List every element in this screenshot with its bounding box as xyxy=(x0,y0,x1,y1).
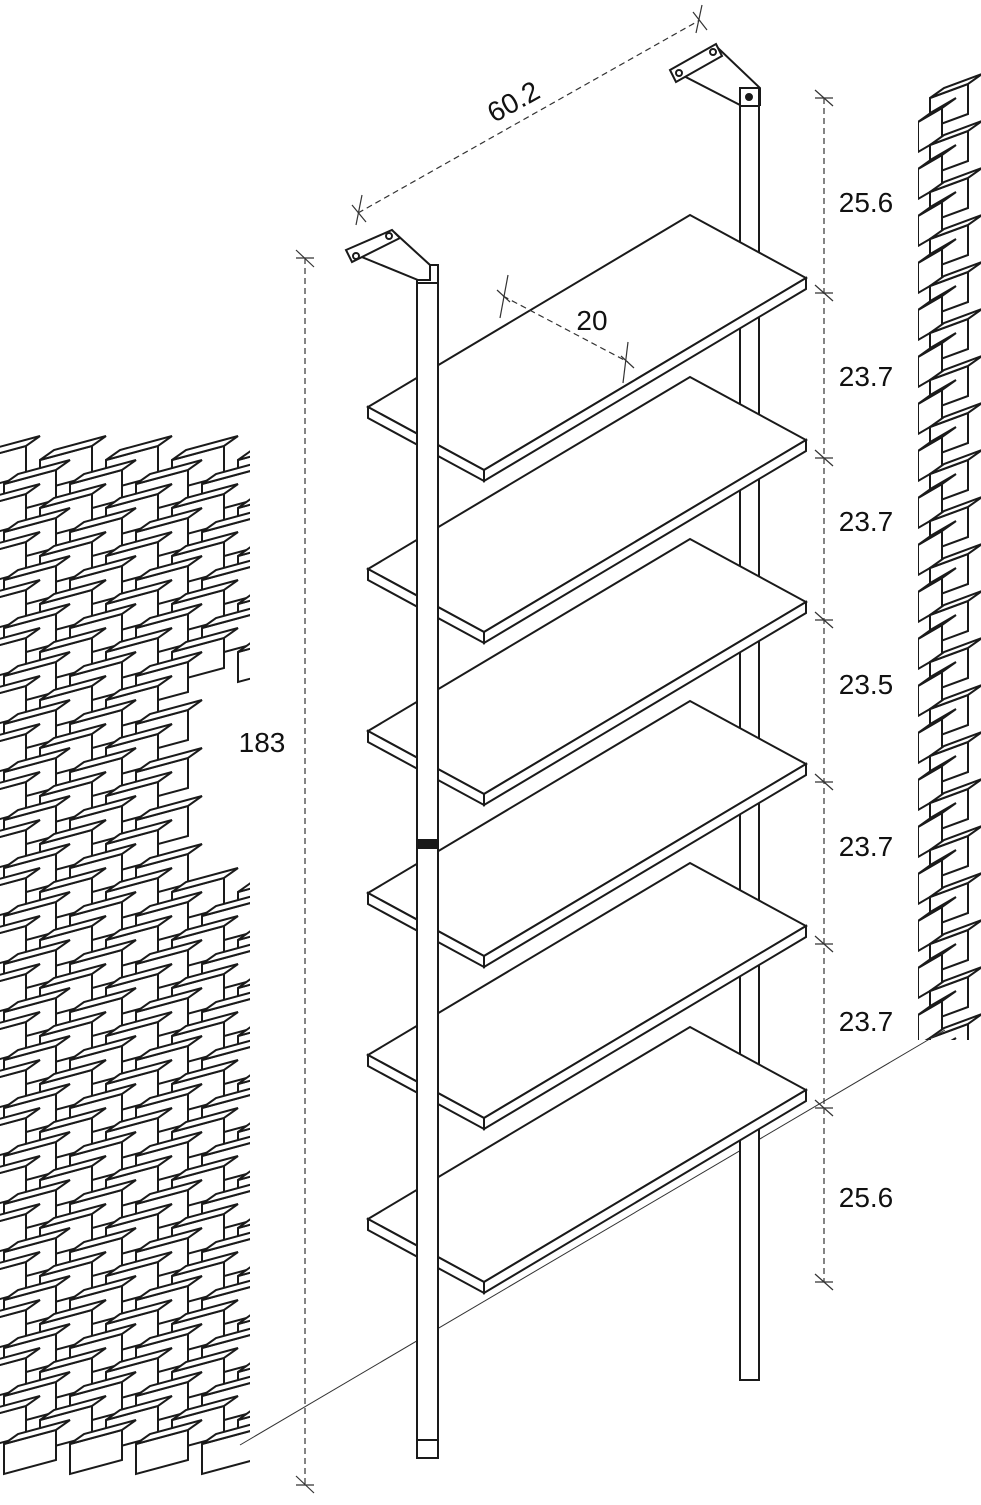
brick xyxy=(334,1084,400,1138)
brick xyxy=(268,1372,334,1426)
brick xyxy=(268,988,334,1042)
brick xyxy=(268,508,334,562)
total-height-label: 183 xyxy=(239,727,286,758)
spacing-label-2: 23.7 xyxy=(839,361,894,392)
brick xyxy=(304,964,370,1018)
brick xyxy=(929,261,981,318)
brick xyxy=(135,1419,203,1476)
left-brick-wall xyxy=(0,435,400,1476)
brick xyxy=(304,1012,370,1066)
wall-bracket-front xyxy=(344,228,431,281)
brick xyxy=(268,604,334,658)
brick xyxy=(268,940,334,994)
brick xyxy=(334,604,400,658)
front-leg xyxy=(416,264,439,1459)
dimension-lines xyxy=(295,4,825,1494)
height-tick-marks xyxy=(814,89,834,1291)
brick xyxy=(304,1348,370,1402)
spacing-label-6: 23.7 xyxy=(839,1006,894,1037)
brick xyxy=(304,532,370,586)
shelf xyxy=(365,861,809,1131)
brick xyxy=(334,1420,400,1474)
brick xyxy=(304,1396,370,1450)
brick xyxy=(268,1228,334,1282)
brick xyxy=(304,628,370,682)
brick xyxy=(304,436,370,490)
brick xyxy=(334,988,400,1042)
brick xyxy=(334,508,400,562)
brick xyxy=(268,1324,334,1378)
brick xyxy=(3,1419,71,1476)
brick xyxy=(304,1252,370,1306)
spacing-label-1: 25.6 xyxy=(839,187,894,218)
brick xyxy=(918,1037,957,1040)
brick xyxy=(268,556,334,610)
spacing-label-5: 23.7 xyxy=(839,831,894,862)
brick xyxy=(304,484,370,538)
brick xyxy=(268,1180,334,1234)
brick xyxy=(334,460,400,514)
brick xyxy=(929,1013,981,1040)
brick xyxy=(304,1204,370,1258)
spacing-label-4: 23.5 xyxy=(839,669,894,700)
brick xyxy=(304,580,370,634)
brick xyxy=(304,1156,370,1210)
floor-line xyxy=(239,1029,946,1446)
brick xyxy=(304,1060,370,1114)
brick xyxy=(334,940,400,994)
brick xyxy=(304,1300,370,1354)
brick xyxy=(334,1276,400,1330)
wall-bracket-back xyxy=(668,42,761,107)
brick xyxy=(268,1036,334,1090)
brick xyxy=(237,627,250,684)
brick xyxy=(268,1420,334,1474)
brick xyxy=(334,1132,400,1186)
depth-label: 20 xyxy=(576,305,607,336)
shelves xyxy=(365,213,809,1295)
spacing-label-7: 25.6 xyxy=(839,1182,894,1213)
brick xyxy=(304,868,370,922)
brick xyxy=(334,1372,400,1426)
brick xyxy=(201,1419,250,1476)
brick xyxy=(304,916,370,970)
right-brick-wall xyxy=(918,73,981,1040)
brick xyxy=(268,1084,334,1138)
brick xyxy=(268,460,334,514)
brick xyxy=(268,892,334,946)
brick xyxy=(268,1276,334,1330)
brick xyxy=(268,1132,334,1186)
brick xyxy=(304,1108,370,1162)
spacing-label-3: 23.7 xyxy=(839,506,894,537)
brick xyxy=(69,1419,137,1476)
width-label: 60.2 xyxy=(482,75,545,129)
